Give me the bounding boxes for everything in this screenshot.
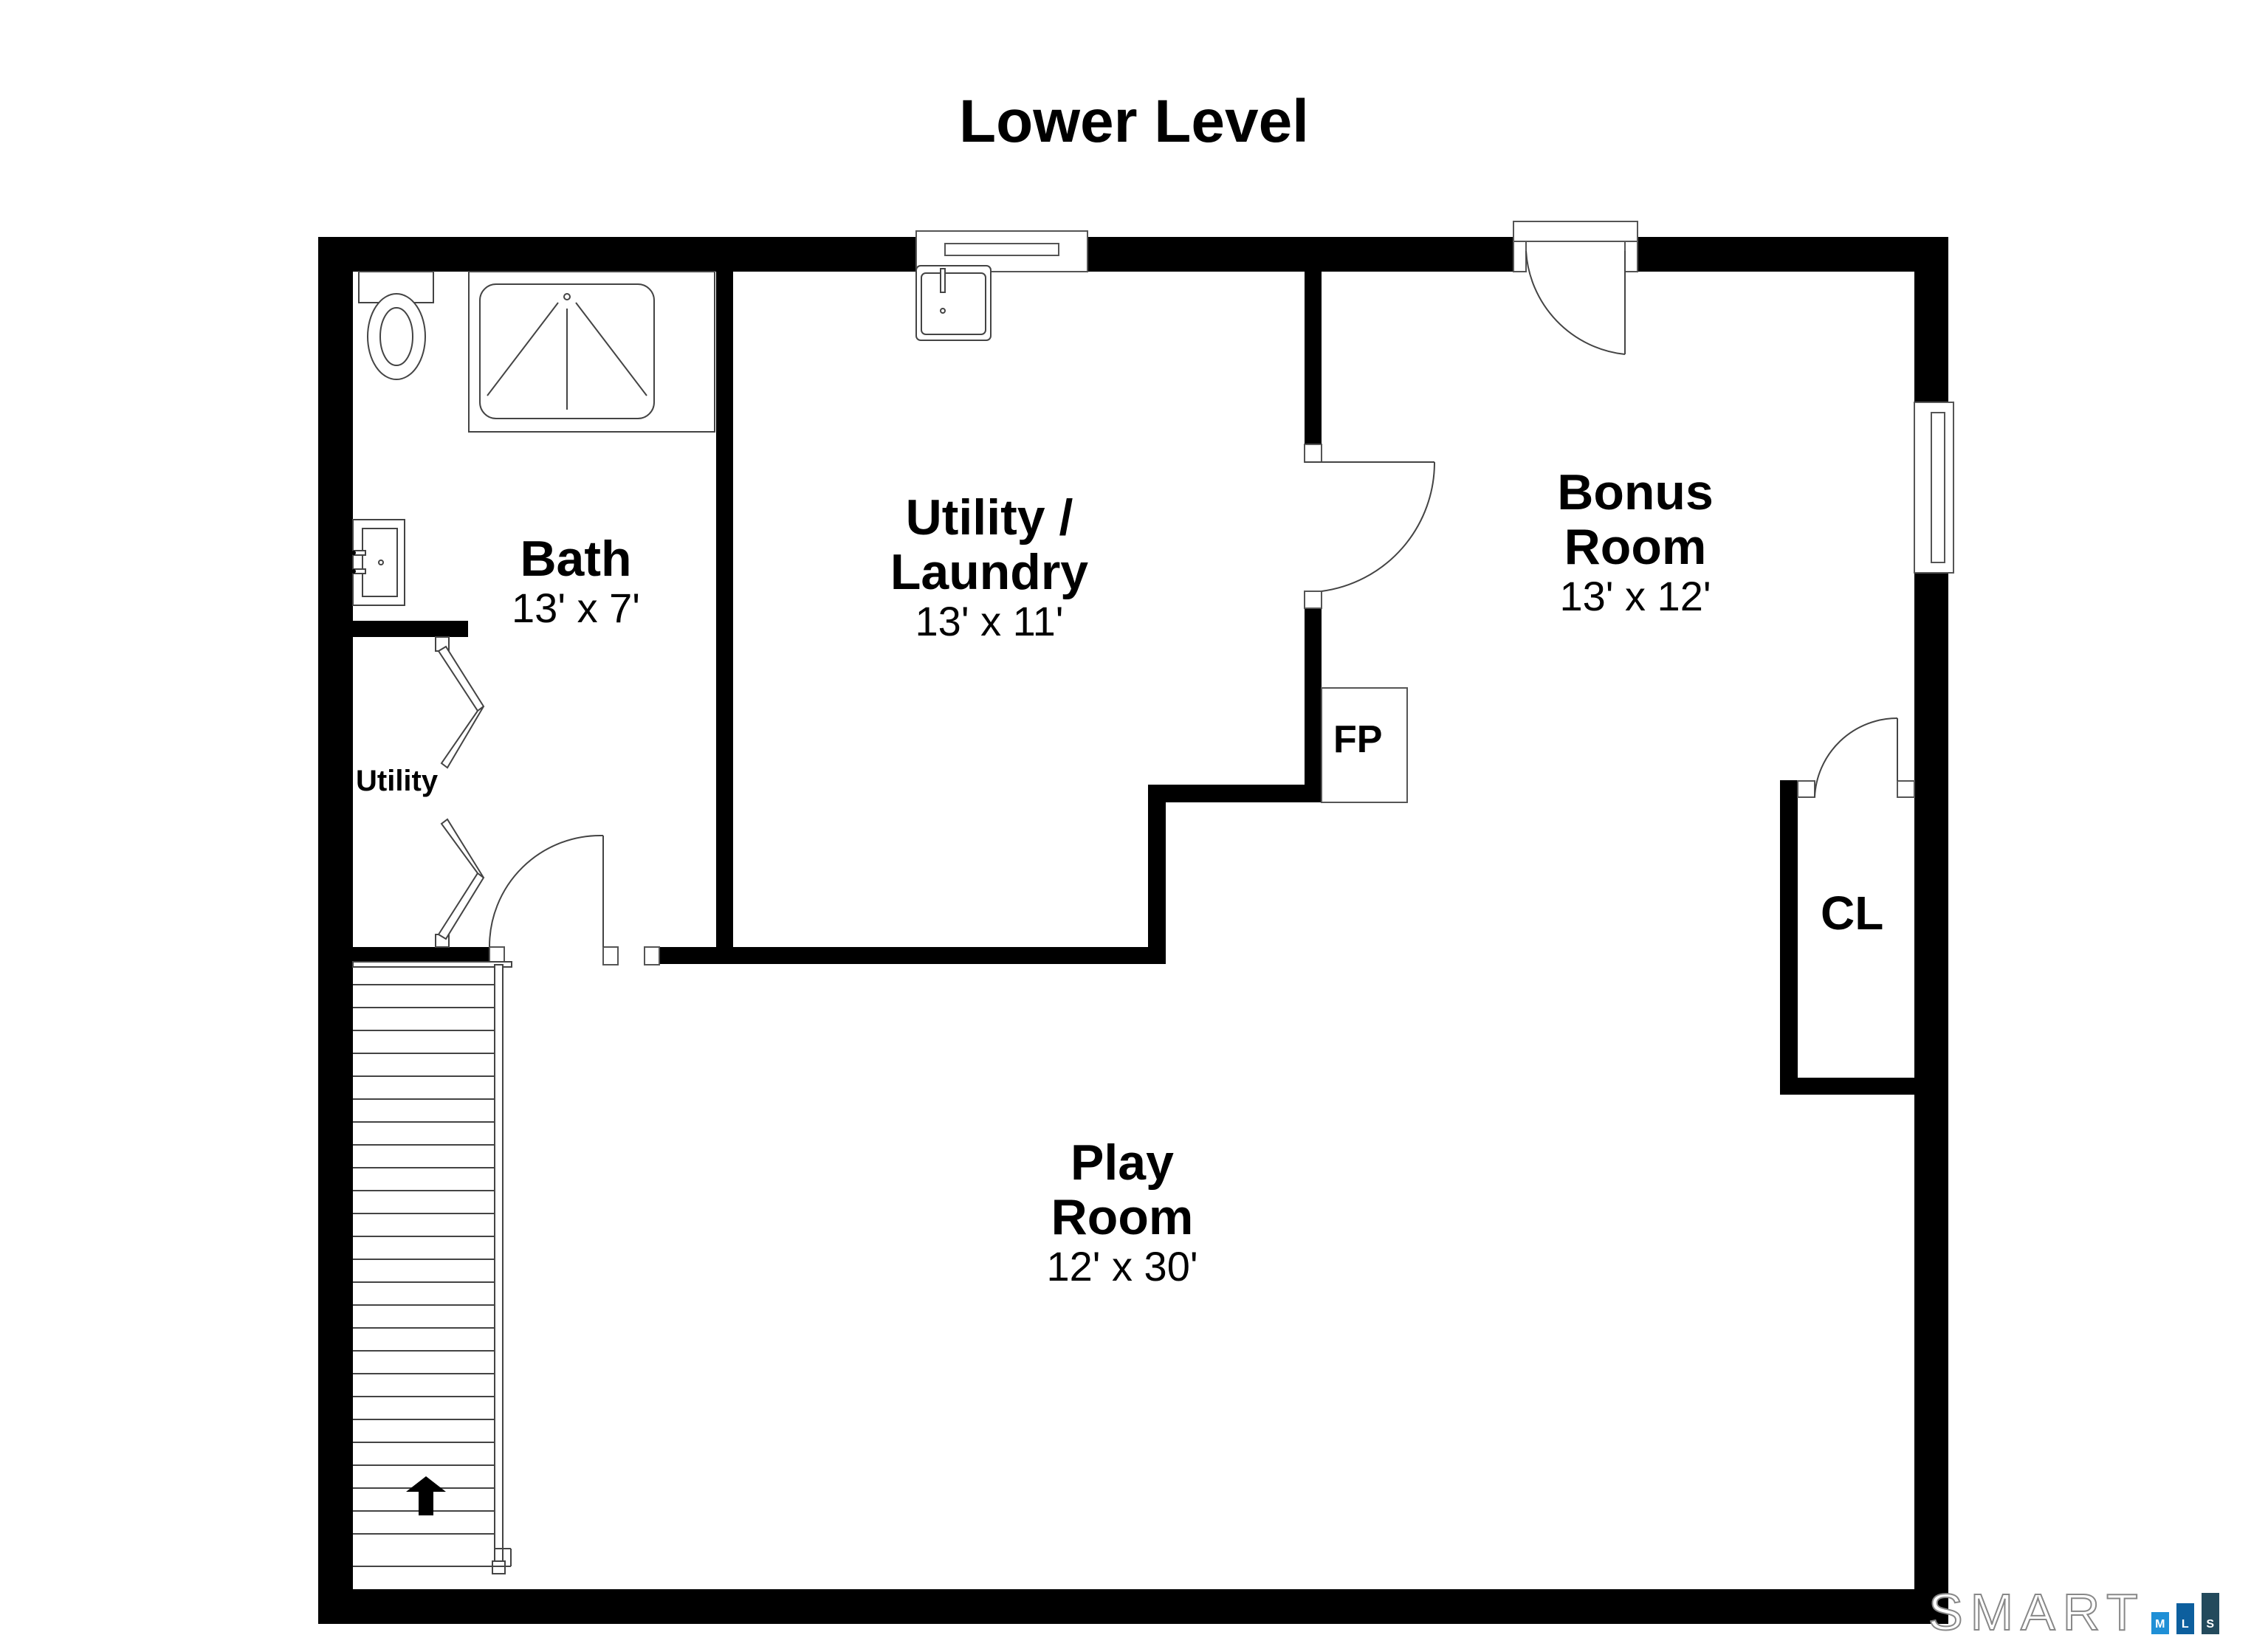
room-label-bonus: Bonus Room 13' x 12' [1491, 465, 1779, 619]
room-name-line1: Play [1071, 1135, 1174, 1191]
logo-bars: M L S [2151, 1593, 2219, 1634]
window-bonus [1914, 402, 1954, 574]
room-label-utility: Utility [356, 765, 439, 797]
room-label-play: Play Room 12' x 30' [975, 1135, 1270, 1289]
laundry-sink-icon [915, 265, 992, 341]
stairs-up-arrow-icon [406, 1476, 446, 1515]
logo-bar-l: L [2176, 1603, 2194, 1634]
room-label-bath: Bath 13' x 7' [487, 531, 664, 630]
floor-title: Lower Level [959, 88, 1309, 155]
smartmls-logo: SMART M L S [1928, 1583, 2219, 1641]
room-name-line2: Laundry [890, 544, 1089, 600]
door-bath [489, 946, 660, 965]
door-laundry-bonus [1304, 444, 1322, 609]
shower-icon [468, 271, 715, 433]
room-name: Bath [520, 531, 632, 587]
door-closet [1797, 780, 1915, 798]
room-label-laundry: Utility / Laundry 13' x 11' [842, 490, 1137, 644]
room-dimensions: 13' x 7' [512, 585, 640, 631]
window-laundry [915, 230, 1088, 272]
toilet-icon [358, 271, 434, 380]
fireplace-box [1321, 687, 1408, 803]
bath-sink-icon [352, 519, 405, 606]
room-name-line1: Utility / [905, 489, 1073, 545]
logo-bar-m: M [2151, 1612, 2169, 1634]
door-utility-bifold [435, 636, 485, 948]
stairs [352, 961, 512, 1574]
room-name-line2: Room [1564, 519, 1707, 575]
room-dimensions: 13' x 11' [915, 598, 1064, 644]
logo-bar-s: S [2201, 1593, 2219, 1634]
room-name-line1: Bonus [1557, 464, 1714, 520]
walls [318, 237, 1948, 1624]
room-dimensions: 13' x 12' [1559, 573, 1711, 619]
logo-wordmark: SMART [1928, 1583, 2145, 1641]
door-bonus-exterior [1513, 221, 1638, 272]
closet-label: CL [1821, 887, 1884, 940]
room-dimensions: 12' x 30' [1046, 1243, 1198, 1290]
room-name-line2: Room [1051, 1189, 1194, 1245]
fireplace-label: FP [1333, 718, 1383, 761]
